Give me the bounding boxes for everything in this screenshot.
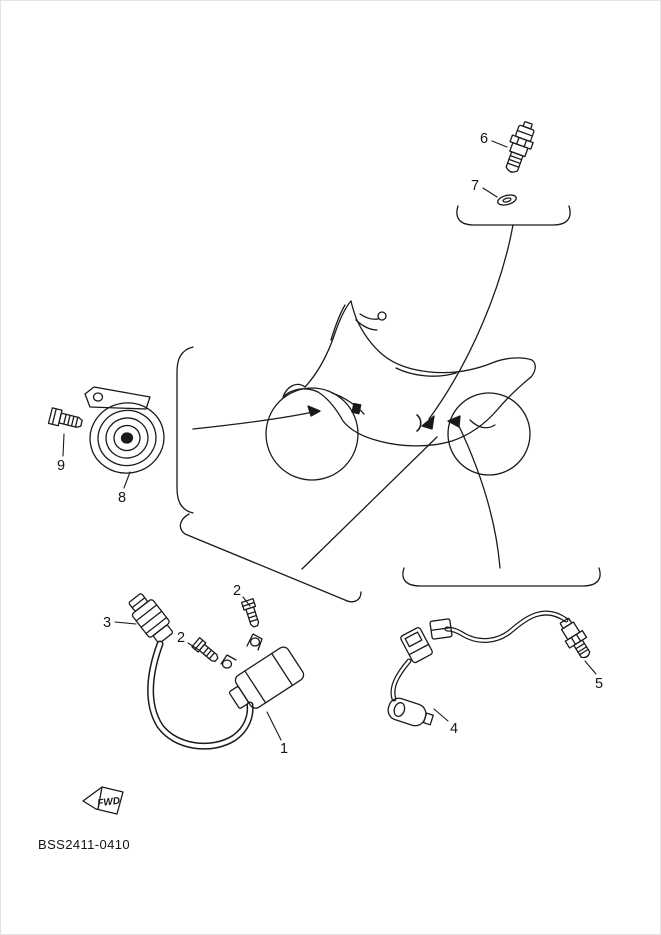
part-label-1: 1	[280, 741, 288, 757]
fwd-label: FWD	[97, 796, 121, 810]
part-3-spark-plug-cap	[128, 593, 174, 644]
horn-bracket	[84, 386, 151, 410]
label-layer: 1 2 2 3 4 5 6 7 8 9 FWD BSS2411-0410	[38, 131, 603, 852]
pointer-line-bottom-right	[457, 423, 501, 569]
arrowhead-icon	[447, 415, 461, 428]
part-label-6: 6	[480, 131, 488, 147]
pointer-line-left	[192, 411, 314, 430]
part-9-bolt	[47, 407, 83, 428]
part-label-5: 5	[595, 676, 603, 692]
part-label-2b: 2	[177, 630, 185, 646]
fwd-marker	[82, 786, 124, 815]
rear-wheel	[447, 392, 531, 476]
bracket-left	[176, 346, 194, 514]
pointer-line-bottom-left	[301, 436, 438, 570]
bracket-bottom-right	[402, 567, 601, 587]
part-label-4: 4	[450, 721, 458, 737]
bracket-top	[456, 205, 571, 226]
diagram-code: BSS2411-0410	[38, 837, 130, 852]
part-2-bolt-b	[191, 637, 219, 662]
part-6-sensor	[505, 121, 535, 173]
front-wheel	[265, 387, 359, 481]
part-5-sensor	[429, 610, 591, 659]
arrowhead-icon	[307, 405, 321, 417]
part-label-8: 8	[118, 490, 126, 506]
leader-lines	[62, 140, 597, 741]
motorcycle-outline	[265, 300, 536, 481]
bracket-bottom-left	[179, 513, 362, 603]
part-2-bolt-a	[240, 598, 260, 628]
part-label-7: 7	[471, 178, 479, 194]
part-1-ignition-coil	[220, 633, 305, 709]
part-4-sensor-harness	[387, 627, 434, 727]
part-8-horn	[84, 386, 165, 474]
pointer-line-top	[428, 224, 514, 420]
part-label-3: 3	[103, 615, 111, 631]
part-label-9: 9	[57, 458, 65, 474]
arrowhead-icon	[421, 415, 435, 430]
part-label-2a: 2	[233, 583, 241, 599]
spark-plug-cable-core	[148, 642, 253, 749]
part-7-washer	[497, 194, 517, 206]
